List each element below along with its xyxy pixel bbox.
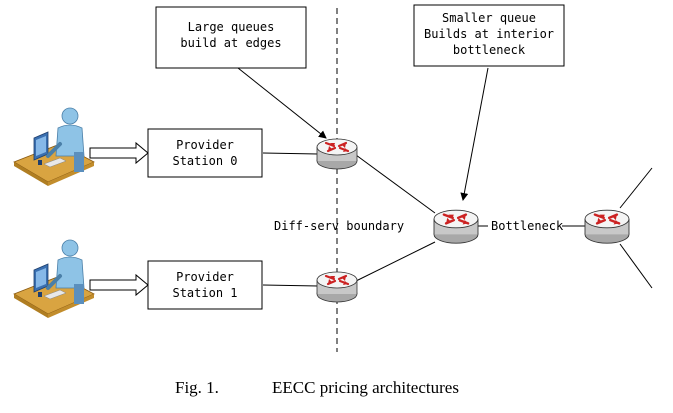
bottleneck-label: Bottleneck	[491, 219, 564, 233]
edge-router-icon-1	[315, 270, 359, 304]
link-station0-edge0	[262, 152, 319, 155]
large-queues-note: Large queues build at edges	[155, 6, 307, 69]
provider-station-1-line-1: Provider	[176, 270, 234, 284]
arrow-large-queues	[237, 67, 327, 139]
provider-station-0-box: Provider Station 0	[147, 128, 263, 178]
smaller-queue-line-2: Builds at interior	[424, 27, 554, 41]
arrow-smaller-queue	[460, 67, 489, 201]
provider-station-0-line-1: Provider	[176, 138, 234, 152]
double-arrow-user0	[89, 141, 149, 165]
link-edge0-core	[355, 154, 436, 214]
figure-number: Fig. 1.	[175, 378, 219, 397]
link-right-lower	[619, 243, 653, 289]
bottleneck-router-icon	[583, 208, 631, 245]
provider-station-1-line-2: Station 1	[172, 286, 237, 300]
smaller-queue-note: Smaller queue Builds at interior bottlen…	[413, 4, 565, 67]
smaller-queue-line-1: Smaller queue	[442, 11, 536, 25]
figure-caption: EECC pricing architectures	[272, 378, 459, 397]
bottleneck-label-bg	[488, 218, 562, 234]
core-router-icon	[432, 208, 480, 245]
smaller-queue-line-3: bottleneck	[453, 43, 526, 57]
user-workstation-icon-1	[12, 238, 96, 320]
provider-station-1-box: Provider Station 1	[147, 260, 263, 310]
large-queues-line-1: Large queues	[188, 20, 275, 34]
user-workstation-icon-0	[12, 106, 96, 188]
link-right-upper	[619, 167, 653, 209]
link-edge1-core	[355, 241, 436, 282]
diffserv-boundary-label: Diff-serv boundary	[274, 219, 404, 233]
link-station1-edge1	[262, 284, 319, 287]
provider-station-0-line-2: Station 0	[172, 154, 237, 168]
large-queues-line-2: build at edges	[180, 36, 281, 50]
double-arrow-user1	[89, 273, 149, 297]
edge-router-icon-0	[315, 137, 359, 171]
